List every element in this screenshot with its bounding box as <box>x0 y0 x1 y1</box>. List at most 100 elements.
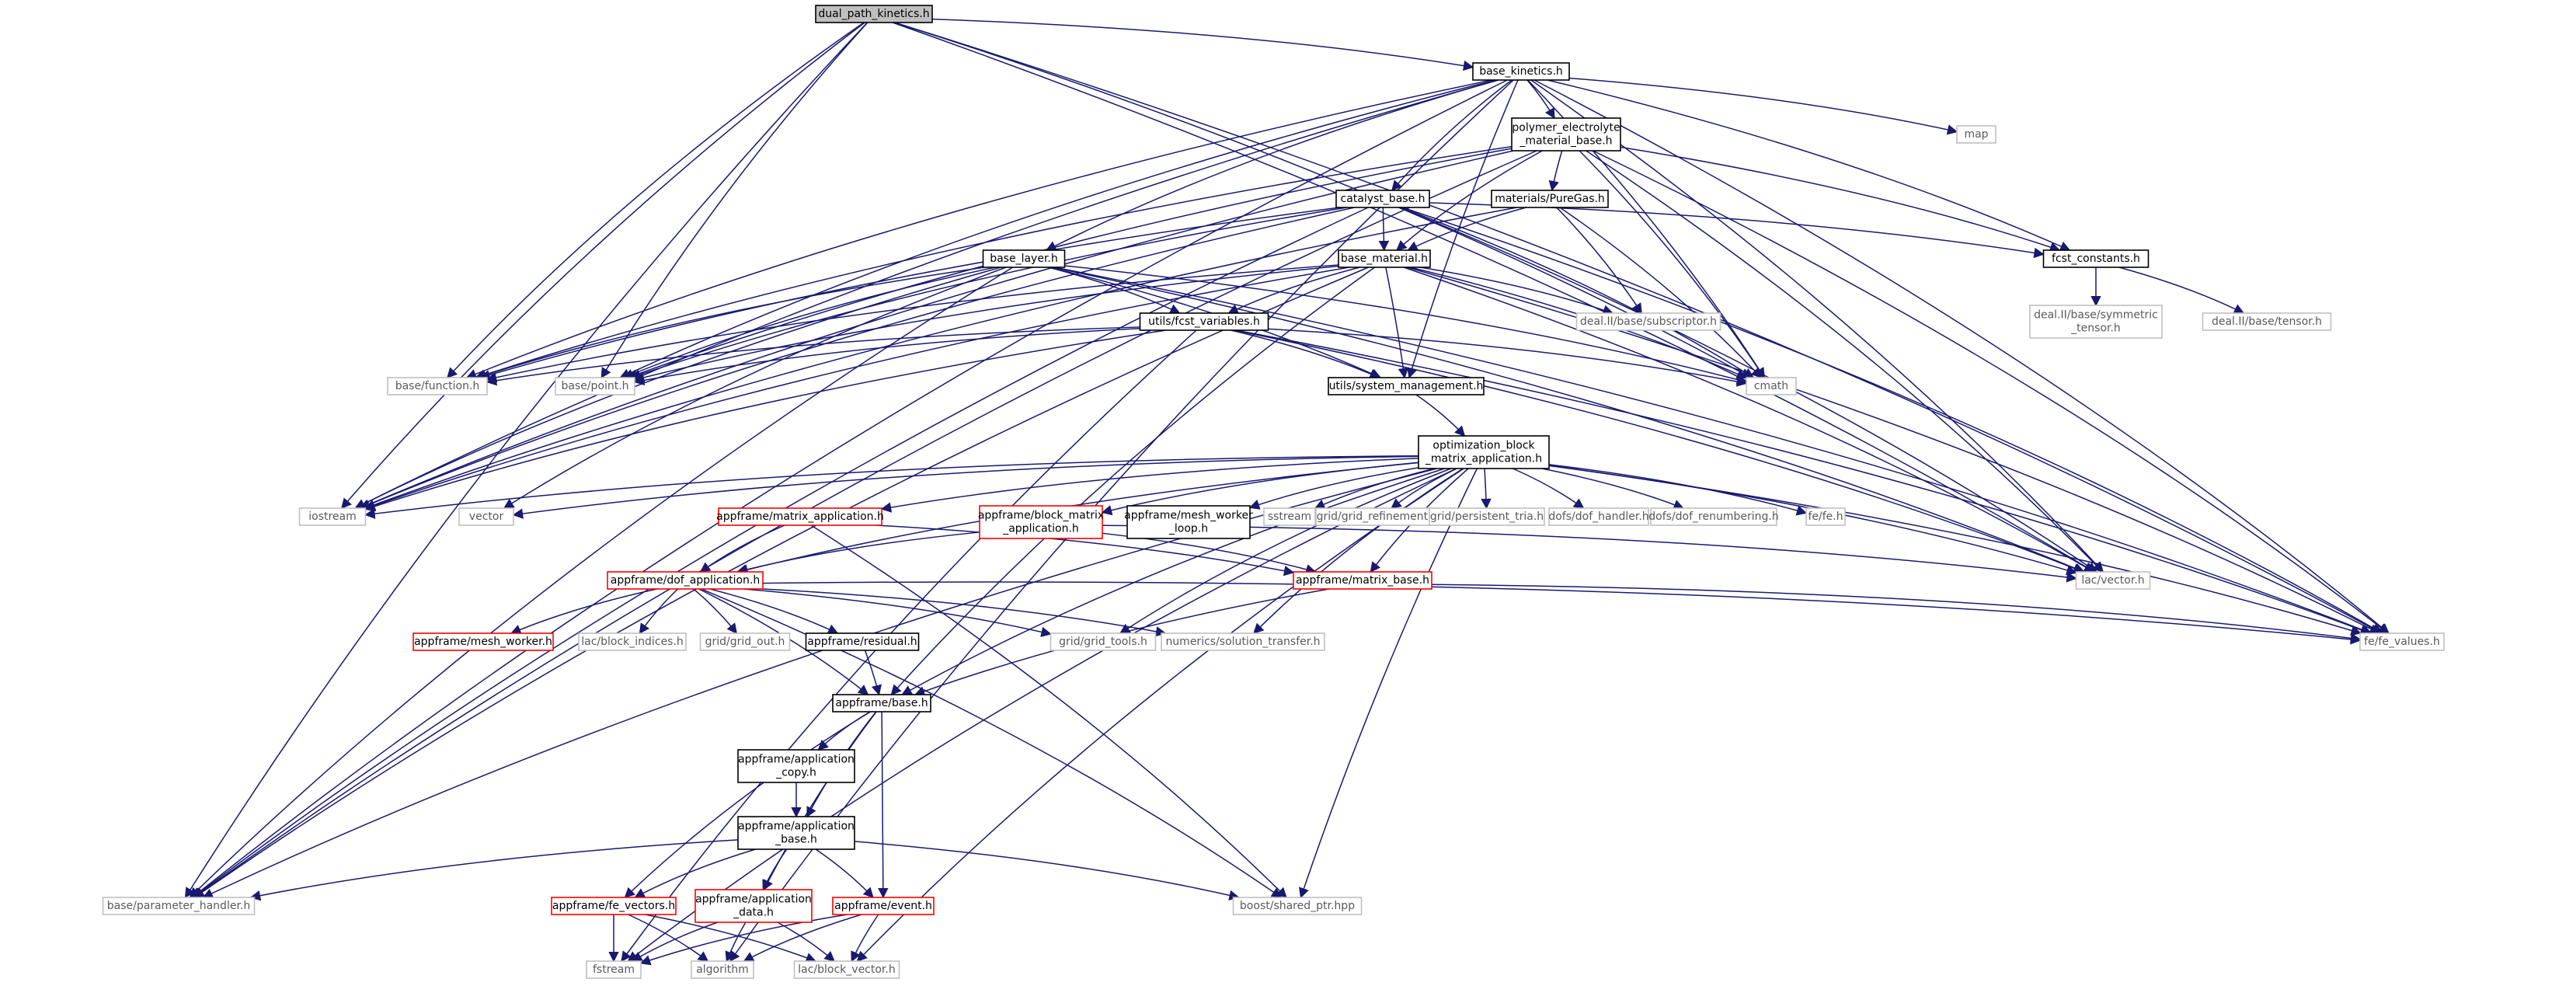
node-label-appframe_base: appframe/base.h <box>835 697 928 709</box>
node-algorithm: algorithm <box>691 960 754 979</box>
node-label-system_management: utils/system_management.h <box>1329 380 1484 392</box>
edge-catalyst_base-to-base_material <box>1378 207 1390 252</box>
node-label-matrix_application: appframe/matrix_application.h <box>716 510 884 523</box>
edge-fcst_variables-to-system_management <box>1231 329 1380 379</box>
node-box-parameter_handler <box>102 897 256 915</box>
node-matrix_application[interactable]: appframe/matrix_application.h <box>716 507 884 526</box>
edge-base_kinetics-to-catalyst_base <box>1391 79 1513 192</box>
node-label-cmath: cmath <box>1754 380 1788 392</box>
edge-base_layer-to-lac_vector <box>1053 267 2085 573</box>
node-label-deal_symmetric-0: deal.II/base/symmetric <box>2034 309 2158 322</box>
node-label-dof_renumbering: dofs/dof_renumbering.h <box>1648 510 1778 523</box>
node-box-deal_subscriptor <box>1575 312 1721 331</box>
node-residual[interactable]: appframe/residual.h <box>805 632 920 651</box>
node-label-deal_tensor: deal.II/base/tensor.h <box>2212 315 2322 328</box>
node-box-dof_application <box>607 571 764 590</box>
edge-base_layer-to-iostream <box>354 267 1001 509</box>
node-box-mesh_worker <box>413 632 554 651</box>
node-matrix_base[interactable]: appframe/matrix_base.h <box>1293 571 1432 590</box>
edge-event-to-algorithm <box>743 914 862 962</box>
node-application_data[interactable]: appframe/application_data.h <box>694 889 813 923</box>
edge-catalyst_base-to-fcst_constants <box>1429 202 2045 259</box>
edge-optimization_block-to-grid_tools <box>1119 468 1452 634</box>
node-label-fcst_variables: utils/fcst_variables.h <box>1148 315 1260 328</box>
node-base_material[interactable]: base_material.h <box>1338 249 1431 268</box>
node-label-dof_application: appframe/dof_application.h <box>611 574 761 587</box>
edge-optimization_block-to-iostream <box>364 455 1419 519</box>
edge-dof_application-to-shared_ptr <box>701 588 1283 898</box>
edge-base_material-to-lac_vector <box>1403 267 2095 573</box>
node-label-mesh_worker_loop-0: appframe/mesh_worker <box>1124 510 1253 522</box>
edge-optimization_block-to-fstream <box>627 468 1457 962</box>
edge-base_layer-to-base_point <box>622 267 996 379</box>
edge-fcst_variables-to-base_point <box>633 327 1140 386</box>
node-label-base_function: base/function.h <box>395 380 480 392</box>
edge-fcst_variables-to-lac_vector <box>1234 329 2084 573</box>
edge-dof_application-to-grid_out <box>693 588 738 635</box>
node-mesh_worker_loop[interactable]: appframe/mesh_worker_loop.h <box>1124 505 1253 539</box>
node-block_vector: lac/block_vector.h <box>793 960 900 979</box>
edge-fe_vectors-to-algorithm <box>628 914 709 962</box>
edge-block_matrix-to-lac_vector <box>1102 524 2077 583</box>
node-box-deal_symmetric <box>2029 305 2163 339</box>
node-block_matrix[interactable]: appframe/block_matrix_application.h <box>978 505 1104 539</box>
edge-polymer_electrolyte-to-base_material <box>1396 150 1543 251</box>
edge-base_kinetics-to-system_management <box>1407 79 1519 379</box>
node-label-parameter_handler: base/parameter_handler.h <box>107 900 251 912</box>
node-optimization_block[interactable]: optimization_block_matrix_application.h <box>1418 435 1550 469</box>
node-base_layer[interactable]: base_layer.h <box>982 249 1066 268</box>
node-vector: vector <box>458 507 514 526</box>
node-sstream: sstream <box>1263 507 1316 526</box>
edge-base_kinetics-to-fcst_constants <box>1547 79 2071 252</box>
edge-optimization_block-to-persistent_tria <box>1481 468 1492 510</box>
node-polymer_electrolyte[interactable]: polymer_electrolyte_material_base.h <box>1511 117 1621 152</box>
edge-base_kinetics-to-fe_values <box>1533 79 2390 634</box>
edge-optimization_block-to-block_matrix <box>1101 462 1419 516</box>
edge-optimization_block-to-mesh_worker_loop <box>1248 467 1419 510</box>
edge-dof_application-to-mesh_worker <box>510 588 657 635</box>
node-box-dual_path_kinetics <box>815 5 933 23</box>
node-appframe_base[interactable]: appframe/base.h <box>832 694 931 712</box>
node-fcst_variables[interactable]: utils/fcst_variables.h <box>1139 312 1269 331</box>
edge-base_material-to-deal_subscriptor <box>1420 267 1614 315</box>
node-box-fstream <box>586 960 642 979</box>
node-box-sstream <box>1263 507 1316 526</box>
edge-matrix_application-to-shared_ptr <box>810 524 1287 898</box>
node-box-block_indices <box>578 632 687 651</box>
edge-catalyst_base-to-fe_values <box>1402 207 2383 634</box>
node-dual_path_kinetics[interactable]: dual_path_kinetics.h <box>815 5 933 23</box>
edge-base_layer-to-fcst_variables <box>1048 267 1181 314</box>
edge-block_matrix-to-dof_application <box>736 531 980 575</box>
edge-appframe_base-to-application_data <box>763 711 877 891</box>
node-mesh_worker[interactable]: appframe/mesh_worker.h <box>413 632 554 651</box>
edge-base_kinetics-to-iostream <box>354 79 1499 509</box>
node-application_base[interactable]: appframe/application_base.h <box>737 816 855 850</box>
edge-base_material-to-iostream <box>364 267 1350 510</box>
node-application_copy[interactable]: appframe/application_copy.h <box>737 749 855 783</box>
edge-polymer_electrolyte-to-cmath <box>1579 150 1765 379</box>
edge-base_layer-to-parameter_handler <box>189 267 1014 898</box>
node-pure_gas[interactable]: materials/PureGas.h <box>1491 190 1609 208</box>
node-system_management[interactable]: utils/system_management.h <box>1328 377 1485 395</box>
node-label-fstream: fstream <box>593 963 635 976</box>
node-base_kinetics[interactable]: base_kinetics.h <box>1472 62 1570 81</box>
node-box-cmath <box>1746 377 1797 395</box>
node-fcst_constants[interactable]: fcst_constants.h <box>2042 249 2150 268</box>
edge-application_base-to-application_data <box>762 848 788 891</box>
edge-fcst_variables-to-iostream <box>364 329 1166 512</box>
node-dof_application[interactable]: appframe/dof_application.h <box>607 571 764 590</box>
node-fe_vectors[interactable]: appframe/fe_vectors.h <box>551 897 677 915</box>
node-lac_vector: lac/vector.h <box>2075 571 2151 590</box>
node-deal_tensor: deal.II/base/tensor.h <box>2202 312 2332 331</box>
node-shared_ptr: boost/shared_ptr.hpp <box>1232 897 1363 915</box>
edge-dual_path_kinetics-to-lac_vector <box>892 22 2096 573</box>
edge-application_base-to-shared_ptr <box>854 841 1240 901</box>
node-event[interactable]: appframe/event.h <box>832 897 935 915</box>
node-label-application_copy-1: _copy.h <box>775 767 816 779</box>
edge-appframe_base-to-event <box>878 711 889 899</box>
node-label-map: map <box>1964 128 1988 141</box>
edge-base_material-to-appframe_base <box>890 267 1375 696</box>
node-catalyst_base[interactable]: catalyst_base.h <box>1335 190 1430 208</box>
node-box-appframe_base <box>832 694 931 712</box>
